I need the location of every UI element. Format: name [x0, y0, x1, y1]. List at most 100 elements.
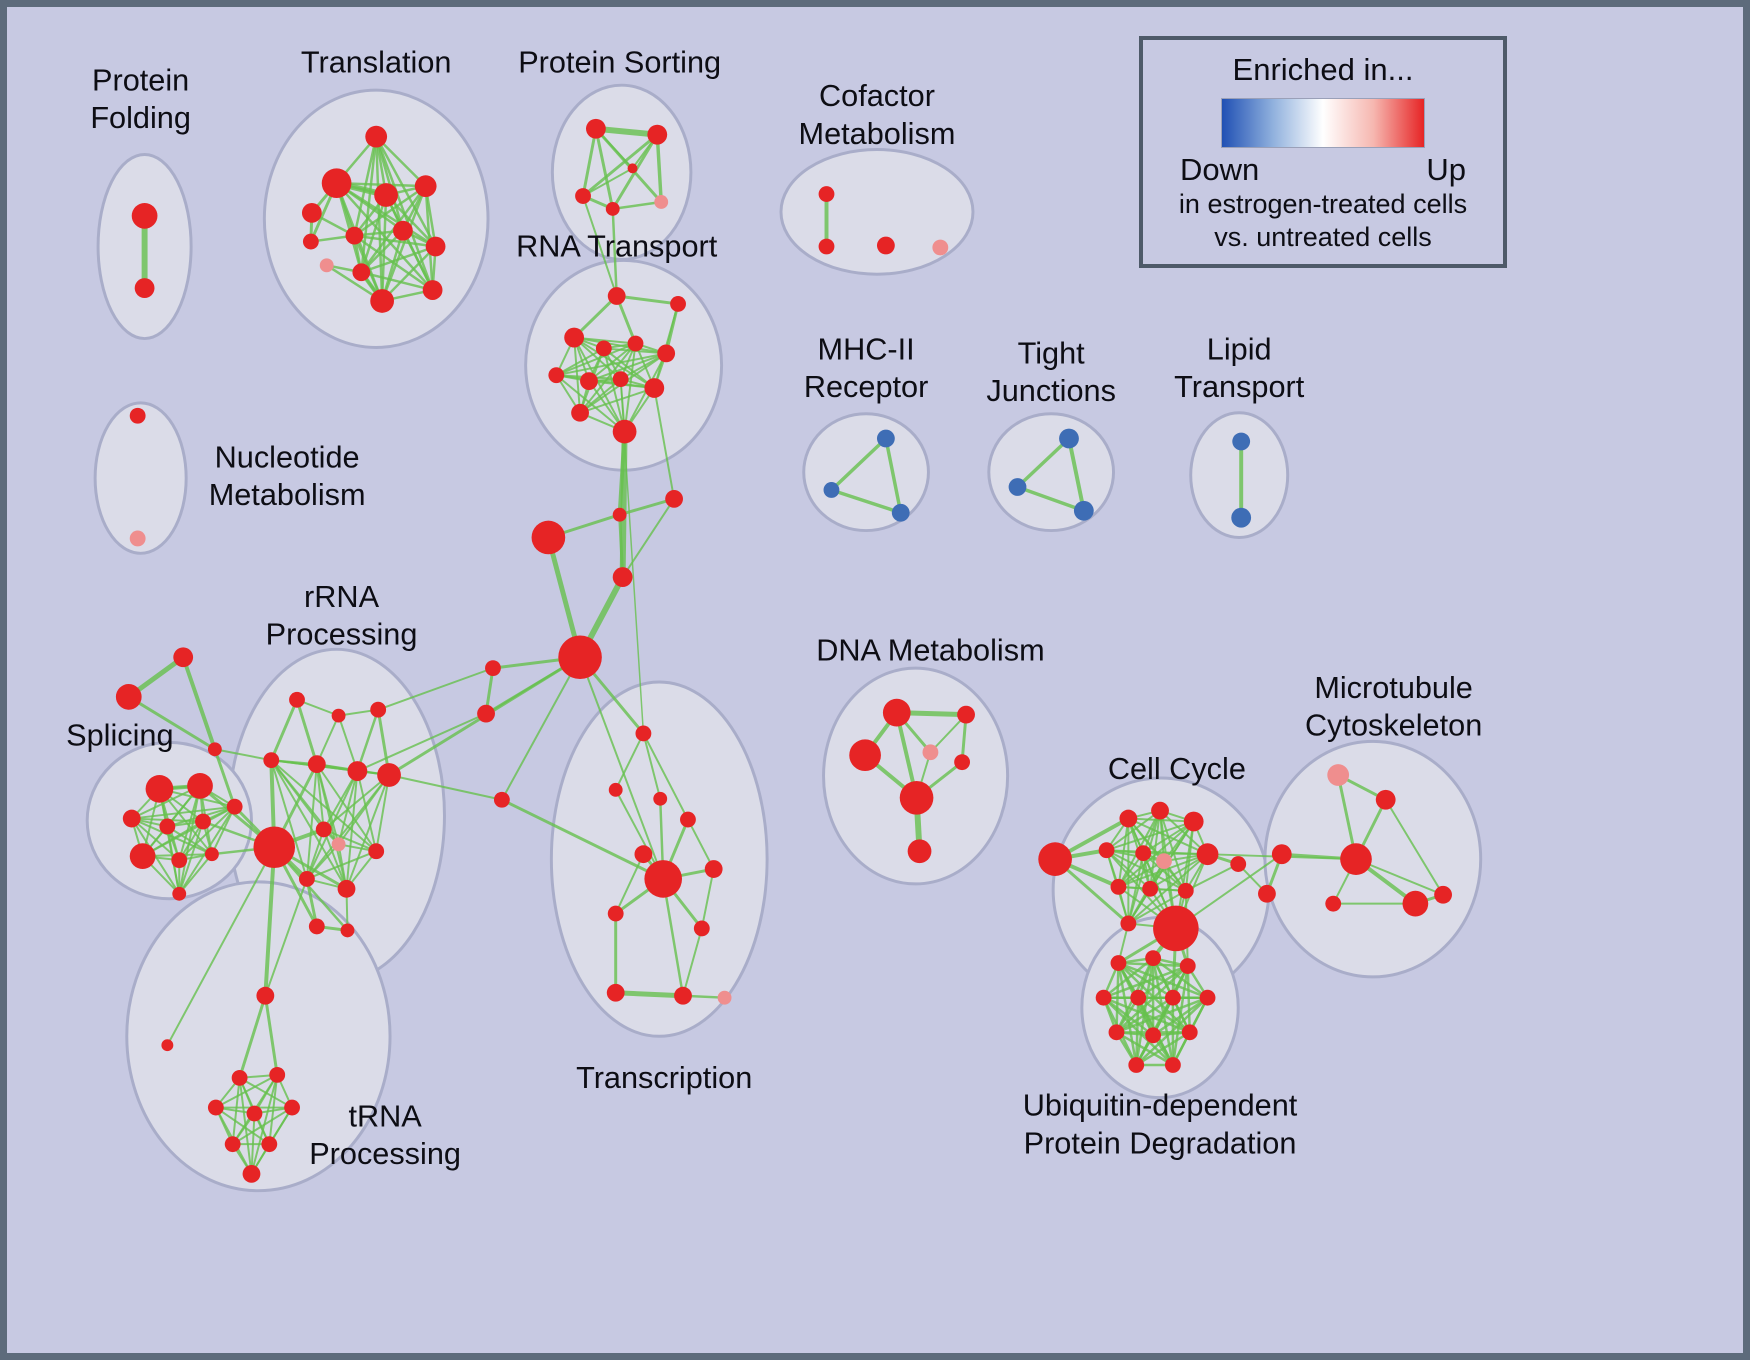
node-rt1: [607, 287, 626, 305]
node-d1: [882, 698, 911, 727]
node-cc14: [1120, 915, 1137, 932]
edge-u2-u4: [1102, 956, 1155, 999]
edge-s9-s10: [178, 853, 213, 895]
node-ps2: [647, 124, 668, 145]
edge-rt5-rt12: [623, 342, 637, 433]
node-s2: [187, 773, 213, 799]
edge-ps1-ps3: [581, 127, 598, 198]
node-u3: [1179, 958, 1196, 974]
edge-ps3-rt1: [582, 195, 618, 297]
cluster-label-trna-processing: tRNA: [348, 1099, 422, 1134]
edge-tn7-tn8: [231, 1106, 294, 1146]
node-rt6: [657, 344, 676, 363]
edge-mh1-mh3: [884, 436, 903, 515]
edge-u10-u11: [1135, 1031, 1191, 1067]
node-g1: [173, 647, 194, 668]
node-cf1: [818, 186, 835, 202]
cluster-label-ubiquitin-degradation: Protein Degradation: [1024, 1125, 1297, 1160]
cluster-label-mhc-ii-receptor: MHC-II: [818, 332, 915, 367]
edge-c6-r3: [377, 667, 494, 711]
legend-axis-labels: Down Up: [1180, 152, 1466, 188]
node-u5: [1130, 989, 1147, 1006]
node-u6: [1164, 989, 1181, 1006]
node-m2: [1375, 789, 1396, 810]
node-tn5: [207, 1099, 224, 1116]
node-r6: [347, 761, 368, 781]
edge-cc5-cc11: [1105, 849, 1152, 890]
edge-r4-r11: [270, 759, 378, 853]
node-r4: [263, 752, 280, 769]
node-s1: [145, 775, 174, 803]
node-s8: [171, 852, 188, 869]
legend-caption-line2: vs. untreated cells: [1214, 222, 1432, 253]
edge-r11-r12: [305, 850, 378, 880]
node-u4: [1095, 989, 1112, 1006]
edge-cc8-cc11: [1149, 853, 1209, 890]
legend-up-label: Up: [1426, 151, 1466, 187]
edge-tx7-tx9: [700, 868, 715, 930]
node-u1: [1110, 955, 1127, 971]
edge-mh1-mh2: [829, 436, 888, 492]
node-m6: [1434, 885, 1452, 904]
edge-c1-c4: [621, 497, 676, 579]
cluster-label-rrna-processing: rRNA: [304, 579, 380, 614]
node-r7: [377, 763, 401, 787]
node-tn10: [242, 1164, 261, 1183]
cluster-ellipse-nucleotide-metabolism: [93, 401, 188, 555]
edge-r9-r13: [322, 828, 348, 890]
cluster-label-translation: Translation: [301, 45, 452, 80]
node-t6: [345, 226, 364, 245]
node-cc8: [1196, 843, 1219, 866]
node-cc11: [1142, 880, 1159, 897]
node-t8: [425, 236, 446, 257]
node-tn4: [269, 1066, 286, 1083]
cluster-label-cofactor-metabolism: Metabolism: [799, 116, 956, 151]
edge-cc5-cc7: [1105, 849, 1165, 863]
edge-s6-s7: [141, 805, 236, 858]
edge-t1-t5: [374, 135, 427, 188]
edge-t1-t6: [353, 135, 378, 237]
edge-rt4-rt10: [602, 347, 656, 390]
node-ps3: [575, 188, 591, 204]
node-u8: [1108, 1024, 1125, 1041]
legend-title: Enriched in...: [1232, 52, 1414, 87]
node-rt11: [571, 403, 589, 422]
edge-s6-s8: [178, 805, 236, 862]
node-cc9: [1230, 856, 1247, 873]
edge-r1-r4: [269, 698, 299, 762]
node-tn3: [231, 1069, 248, 1086]
node-s7: [129, 843, 156, 870]
node-cf4: [932, 239, 949, 256]
edge-cc7-cc10: [1117, 860, 1165, 888]
node-lt2: [1231, 507, 1252, 528]
cluster-ellipse-microtubule-cytoskeleton: [1263, 739, 1483, 979]
node-r5: [307, 755, 326, 774]
edge-t5-t13: [424, 184, 434, 292]
edge-r1-r5: [295, 698, 319, 766]
edge-r7-r12: [305, 774, 391, 880]
edge-rt4-rt7: [555, 347, 605, 377]
node-g3: [207, 742, 222, 757]
edge-rt3-rt11: [573, 336, 582, 414]
node-tx12: [717, 990, 732, 1005]
node-t3: [301, 202, 322, 223]
node-d7: [907, 839, 932, 864]
node-cc5: [1098, 842, 1115, 859]
edge-c7-r6: [356, 712, 488, 773]
edge-u7-u9: [1151, 996, 1209, 1037]
node-ps1: [586, 118, 606, 139]
node-cc10: [1110, 878, 1127, 895]
node-t1: [365, 125, 388, 148]
node-r15: [340, 923, 355, 938]
node-tx9: [693, 920, 710, 937]
node-t5: [414, 175, 437, 198]
node-rt8: [580, 372, 598, 391]
node-rt12: [612, 419, 637, 444]
node-c5: [558, 635, 602, 680]
node-u2: [1145, 950, 1162, 967]
cluster-ellipse-transcription: [549, 680, 769, 1038]
edge-c8-r7: [388, 774, 503, 801]
node-d4: [922, 744, 939, 761]
edge-tj1-tj2: [1015, 436, 1071, 489]
node-tx4: [680, 811, 696, 828]
